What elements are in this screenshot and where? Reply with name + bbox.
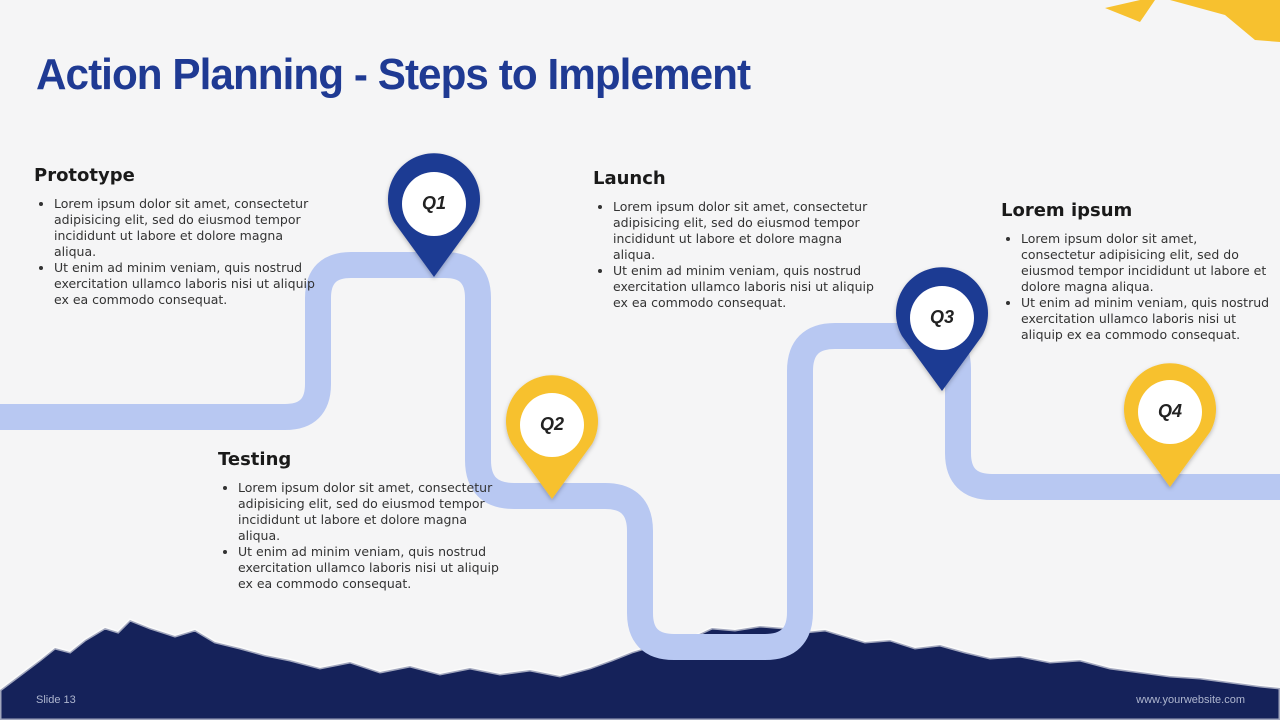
pin-q1-label: Q1 (421, 193, 446, 213)
step-heading: Lorem ipsum (1001, 200, 1133, 221)
corner-decoration (1105, 0, 1280, 42)
slide-number: Slide 13 (36, 694, 76, 706)
step-prototype: Prototype Lorem ipsum dolor sit amet, co… (34, 165, 319, 308)
step-testing: Testing Lorem ipsum dolor sit amet, cons… (218, 449, 503, 592)
bullet-item: Ut enim ad minim veniam, quis nostrud ex… (613, 263, 878, 311)
pin-q1-marker[interactable] (387, 153, 480, 277)
step-bullets: Lorem ipsum dolor sit amet, consectetur … (593, 199, 878, 311)
website-url[interactable]: www.yourwebsite.com (1136, 694, 1245, 706)
step-bullets: Lorem ipsum dolor sit amet, consectetur … (1001, 231, 1273, 343)
pin-q2-marker[interactable] (506, 375, 598, 499)
bullet-item: Lorem ipsum dolor sit amet, consectetur … (238, 480, 503, 544)
step-heading: Prototype (34, 165, 135, 186)
step-lorem-ipsum: Lorem ipsum Lorem ipsum dolor sit amet, … (1001, 200, 1273, 343)
pin-q3-marker[interactable] (895, 267, 988, 391)
pin-q2-label: Q2 (539, 414, 564, 434)
bullet-item: Lorem ipsum dolor sit amet, consectetur … (613, 199, 878, 263)
step-bullets: Lorem ipsum dolor sit amet, consectetur … (34, 196, 319, 308)
step-bullets: Lorem ipsum dolor sit amet, consectetur … (218, 480, 503, 592)
bullet-item: Lorem ipsum dolor sit amet, consectetur … (1021, 231, 1273, 295)
step-heading: Launch (593, 168, 666, 189)
pin-q4-label: Q4 (1157, 401, 1182, 421)
bullet-item: Ut enim ad minim veniam, quis nostrud ex… (54, 260, 319, 308)
step-heading: Testing (218, 449, 292, 470)
step-launch: Launch Lorem ipsum dolor sit amet, conse… (593, 168, 878, 311)
slide-title: Action Planning - Steps to Implement (36, 50, 751, 99)
bullet-item: Ut enim ad minim veniam, quis nostrud ex… (238, 544, 503, 592)
bullet-item: Ut enim ad minim veniam, quis nostrud ex… (1021, 295, 1273, 343)
pin-q3-label: Q3 (929, 307, 954, 327)
bullet-item: Lorem ipsum dolor sit amet, consectetur … (54, 196, 319, 260)
pin-q4-marker[interactable] (1124, 363, 1216, 487)
